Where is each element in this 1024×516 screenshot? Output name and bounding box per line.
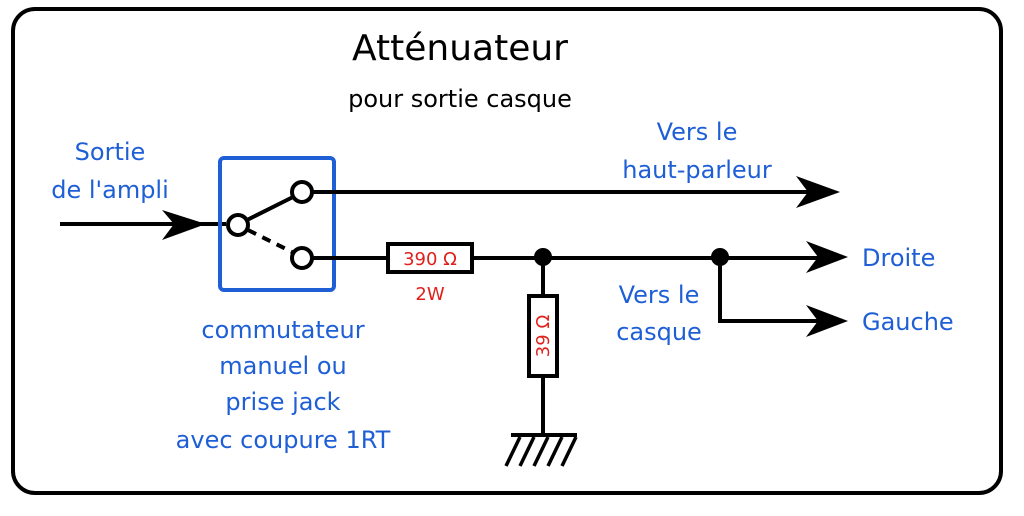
switch-box [218,156,336,292]
speaker-label-line2: haut-parleur [622,156,772,184]
diagram-subtitle: pour sortie casque [348,85,572,113]
input-arrow-icon [60,210,226,240]
diagram-title: Atténuateur [352,28,568,69]
switch-caption-line4: avec coupure 1RT [176,426,391,454]
speaker-label-line1: Vers le [657,118,738,146]
switch-caption-line1: commutateur [201,316,364,344]
left-arrow-icon [806,305,848,337]
right-arrow-icon [806,241,848,273]
shunt-resistor-value: 39 Ω [533,315,554,358]
spdt-switch-icon [226,180,314,270]
series-resistor-value: 390 Ω [403,249,457,270]
ground-icon [504,433,578,467]
input-label-line1: Sortie [75,138,146,166]
switch-caption-line3: prise jack [225,388,340,416]
headphone-label-line1: Vers le [619,281,700,309]
switch-caption-line2: manuel ou [219,352,346,380]
series-resistor: 390 Ω [386,242,474,274]
left-channel-label: Gauche [862,308,954,336]
headphone-label-line2: casque [616,318,702,346]
left-channel-wire [718,257,820,323]
frame-border [11,7,1003,495]
speaker-arrow-icon [796,176,840,208]
series-resistor-power: 2W [415,284,444,305]
shunt-resistor: 39 Ω [527,294,559,378]
right-channel-label: Droite [862,244,935,272]
input-label-line2: de l'ampli [51,176,169,204]
